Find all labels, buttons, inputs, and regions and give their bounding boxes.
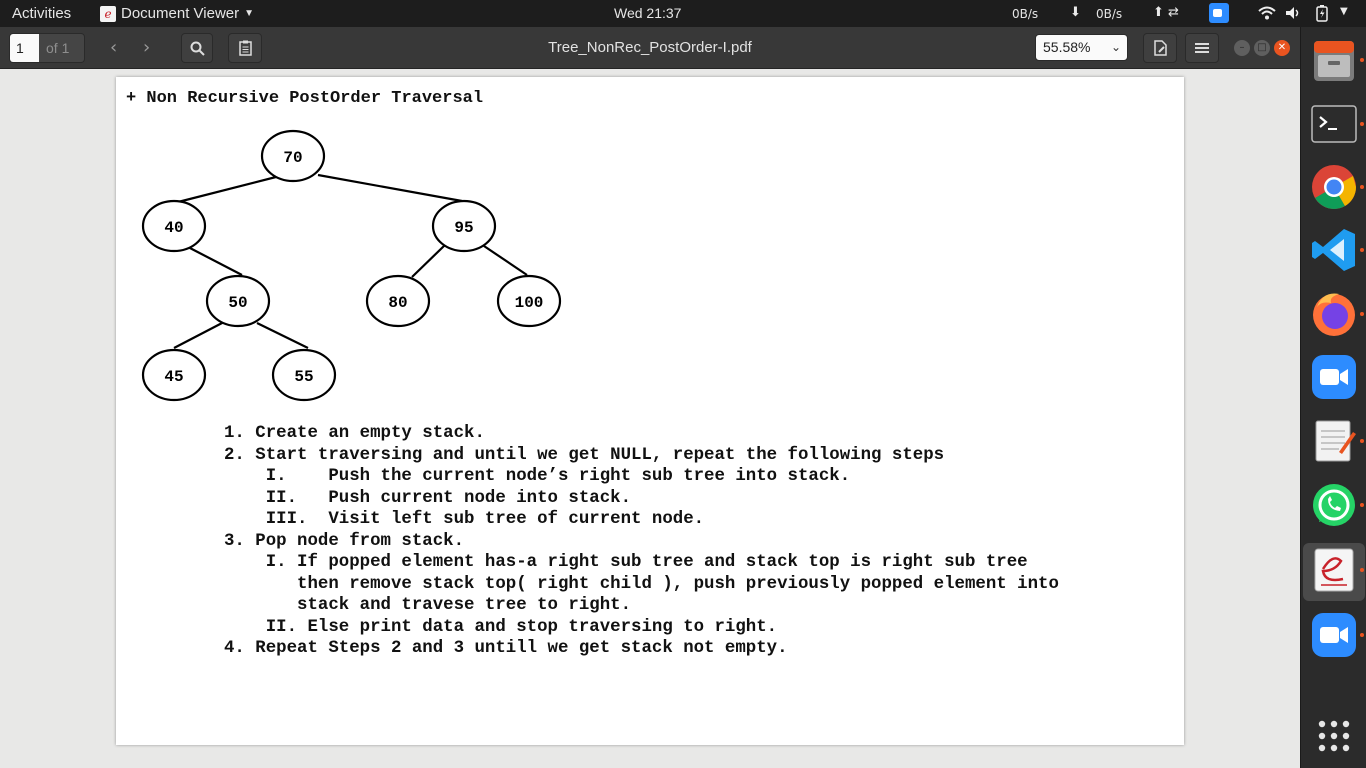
document-viewer-icon: e <box>100 5 116 22</box>
firefox-icon[interactable] <box>1309 289 1359 339</box>
step-line: III. Visit left sub tree of current node… <box>224 510 705 529</box>
tree-node-label: 45 <box>164 368 183 386</box>
vscode-icon[interactable] <box>1309 225 1359 275</box>
volume-icon[interactable] <box>1285 6 1301 20</box>
download-arrow-icon: ⬇ <box>1070 5 1081 20</box>
running-indicator <box>1360 122 1364 126</box>
running-indicator <box>1360 503 1364 507</box>
running-indicator <box>1360 185 1364 189</box>
tree-edge <box>177 175 277 204</box>
zoom-level-select[interactable]: 55.58% ⌄ <box>1035 34 1128 61</box>
step-line: 1. Create an empty stack. <box>224 424 485 443</box>
tree-edge <box>187 246 243 276</box>
document-edit-icon <box>1153 40 1167 56</box>
binary-tree-diagram: 70 40 95 50 80 100 45 55 <box>141 129 562 402</box>
page-selector[interactable]: 1 of 1 <box>9 33 85 63</box>
tree-node-label: 40 <box>164 219 183 237</box>
show-applications-icon[interactable] <box>1309 711 1359 761</box>
tree-node-label: 50 <box>228 294 247 312</box>
zoom-tray-icon[interactable] <box>1209 3 1229 23</box>
step-line: 2. Start traversing and until we get NUL… <box>224 445 945 465</box>
tree-node <box>141 199 207 253</box>
zoom-icon[interactable] <box>1309 352 1359 402</box>
step-line: II. Else print data and stop traversing … <box>224 617 778 637</box>
minimize-window-button[interactable]: – <box>1234 40 1250 56</box>
files-icon[interactable] <box>1309 35 1359 85</box>
running-indicator <box>1360 439 1364 443</box>
step-line: then remove stack top( right child ), pu… <box>224 574 1059 594</box>
clipboard-icon <box>238 40 252 56</box>
step-line: I. Push the current node’s right sub tre… <box>224 467 851 486</box>
annotations-button[interactable] <box>1143 33 1177 63</box>
tree-node <box>271 348 337 402</box>
tree-node-label: 55 <box>294 368 313 386</box>
document-viewer-icon[interactable] <box>1309 545 1359 595</box>
running-indicator <box>1360 58 1364 62</box>
tree-node <box>141 348 207 402</box>
net-speed-down: 0B/s <box>1096 7 1123 21</box>
top-bar: Activities e Document Viewer ▼ Wed 21:37… <box>0 0 1366 27</box>
main-menu-button[interactable] <box>1185 33 1219 63</box>
tree-node-label: 100 <box>515 294 544 312</box>
tree-edge <box>173 321 225 349</box>
close-window-button[interactable]: ✕ <box>1274 40 1290 56</box>
whatsapp-icon[interactable] <box>1309 480 1359 530</box>
net-speed-up: 0B/s <box>1012 7 1039 21</box>
system-menu-chevron-icon[interactable]: ▼ <box>1340 6 1348 17</box>
tree-edge <box>256 322 309 349</box>
tree-node <box>496 274 562 328</box>
header-bar: 1 of 1 ‹ › Tree_NonRec_PostOrder-I.pdf 5… <box>0 27 1300 69</box>
document-view[interactable]: + Non Recursive PostOrder Traversal <box>0 69 1300 768</box>
step-line: stack and travese tree to right. <box>224 596 632 615</box>
dock <box>1300 27 1366 768</box>
search-icon <box>190 41 205 56</box>
running-indicator <box>1360 312 1364 316</box>
tree-node <box>431 199 497 253</box>
step-line: 3. Pop node from stack. <box>224 531 465 551</box>
battery-icon[interactable] <box>1316 5 1328 22</box>
tree-edge <box>411 244 446 278</box>
clock[interactable]: Wed 21:37 <box>614 5 682 21</box>
sidebar-toggle-button[interactable] <box>228 33 262 63</box>
chrome-icon[interactable] <box>1309 162 1359 212</box>
tree-node-label: 70 <box>283 149 302 167</box>
pdf-page: + Non Recursive PostOrder Traversal <box>116 77 1184 745</box>
zoom-level-value: 55.58% <box>1043 39 1091 55</box>
step-line: I. If popped element has-a right sub tre… <box>224 553 1028 572</box>
document-heading: + Non Recursive PostOrder Traversal <box>126 89 484 108</box>
app-menu[interactable]: e Document Viewer ▼ <box>100 5 254 22</box>
zoom-icon[interactable] <box>1309 610 1359 660</box>
tree-node-label: 80 <box>388 294 407 312</box>
running-indicator <box>1360 568 1364 572</box>
network-transfer-icon: ⇄ <box>1168 5 1179 20</box>
algorithm-steps: 1. Create an empty stack. 2. Start trave… <box>224 423 1059 660</box>
step-line: 4. Repeat Steps 2 and 3 untill we get st… <box>224 639 788 658</box>
terminal-icon[interactable] <box>1309 99 1359 149</box>
upload-arrow-icon: ⬆ <box>1153 5 1164 20</box>
tree-node <box>260 129 326 183</box>
tree-node <box>205 274 271 328</box>
previous-page-button[interactable]: ‹ <box>110 37 118 58</box>
maximize-window-button[interactable]: □ <box>1254 40 1270 56</box>
page-count: of 1 <box>39 34 84 62</box>
tree-edge <box>483 245 528 276</box>
chevron-down-icon: ▼ <box>244 8 255 19</box>
step-line: II. Push current node into stack. <box>224 488 632 508</box>
page-number-input[interactable]: 1 <box>10 34 39 62</box>
app-name: Document Viewer <box>121 5 240 22</box>
next-page-button[interactable]: › <box>143 37 151 58</box>
tree-node <box>365 274 431 328</box>
running-indicator <box>1360 248 1364 252</box>
hamburger-menu-icon <box>1195 43 1209 53</box>
chevron-down-icon: ⌄ <box>1110 40 1121 54</box>
wifi-icon[interactable] <box>1258 6 1276 20</box>
text-editor-icon[interactable] <box>1309 416 1359 466</box>
running-indicator <box>1360 633 1364 637</box>
tree-edge <box>317 173 463 203</box>
tree-node-label: 95 <box>454 219 473 237</box>
activities-button[interactable]: Activities <box>12 5 72 22</box>
search-button[interactable] <box>181 33 213 63</box>
